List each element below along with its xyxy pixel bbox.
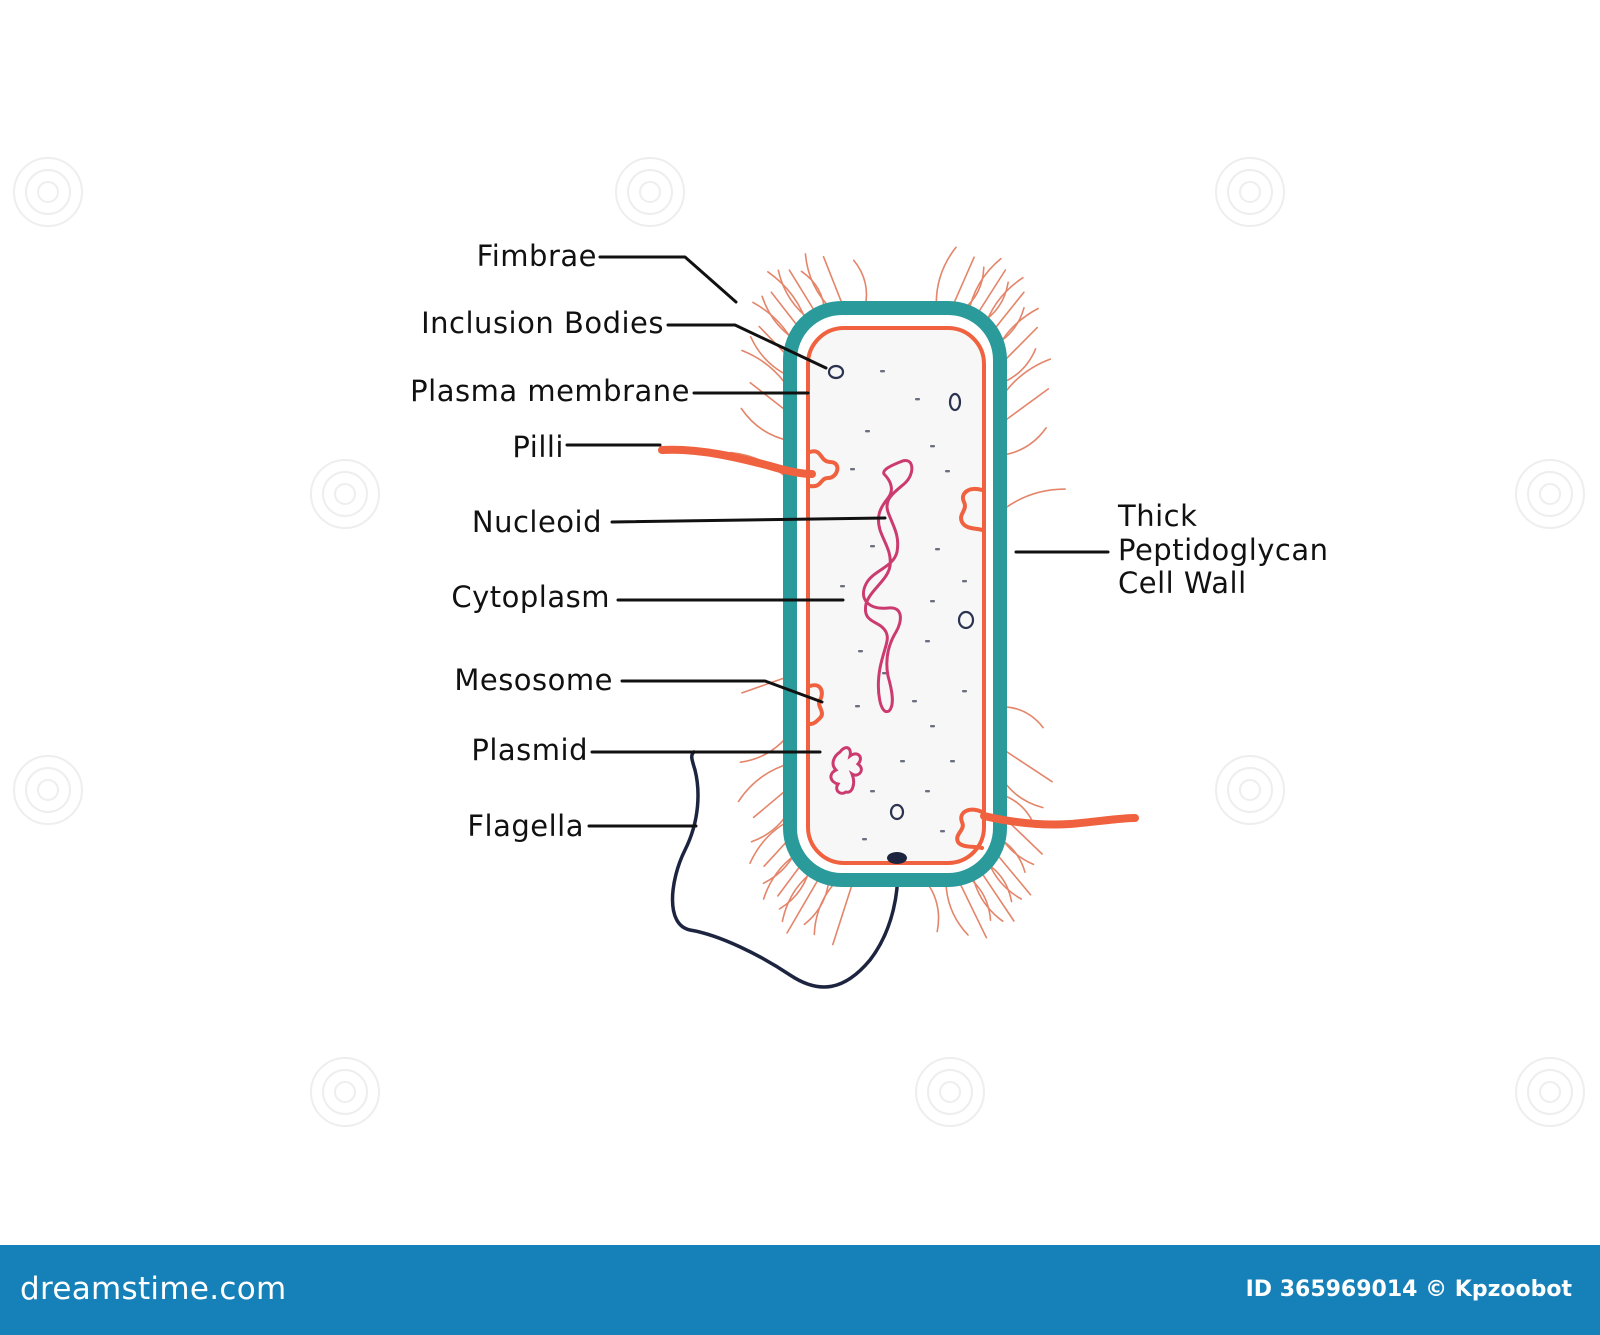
label-inclusion-bodies: Inclusion Bodies [421, 306, 664, 340]
fimbria-hair [999, 488, 1066, 513]
granule [855, 705, 860, 708]
granule [935, 548, 940, 551]
label-pilli: Pilli [512, 430, 564, 464]
leader-lines [565, 255, 1110, 828]
granule [925, 790, 930, 793]
label-nucleoid: Nucleoid [472, 505, 602, 539]
granule [900, 760, 905, 763]
label-mesosome: Mesosome [454, 663, 613, 697]
fimbria-hair [741, 675, 791, 694]
fimbria-hair [945, 878, 969, 936]
label-cytoplasm: Cytoplasm [451, 580, 610, 614]
granule [945, 470, 950, 473]
label-plasma-membrane: Plasma membrane [410, 374, 690, 408]
label-cell-wall-line-3: Cell Wall [1118, 566, 1247, 600]
fimbria-hair [832, 879, 855, 946]
label-cell-wall-line-1: Thick [1117, 499, 1197, 533]
pilus-left [658, 445, 816, 478]
basal-body [887, 852, 907, 864]
granule [870, 790, 875, 793]
fimbria-hair [822, 255, 845, 310]
granule [962, 690, 967, 693]
fimbria-hair [852, 259, 868, 309]
pilus-right [980, 812, 1139, 829]
granule [962, 580, 967, 583]
granule [880, 370, 885, 373]
label-fimbrae: Fimbrae [477, 239, 597, 273]
granule [858, 650, 863, 653]
footer-bar: dreamstime.com ID 365969014 © Kpzoobot [0, 1245, 1600, 1335]
cytoplasm [808, 328, 984, 863]
label-flagella: Flagella [467, 809, 584, 843]
granule [870, 545, 875, 548]
footer-credit: ID 365969014 © Kpzoobot [1245, 1277, 1572, 1302]
label-cell-wall-line-2: Peptidoglycan [1118, 533, 1329, 567]
cytoplasm-granules [840, 370, 967, 841]
inclusion-bodies [827, 364, 975, 821]
granule [925, 640, 930, 643]
granule [915, 398, 920, 401]
watermark [13, 157, 1585, 1127]
granule [882, 672, 887, 675]
granule [865, 430, 870, 433]
granule [950, 760, 955, 763]
granule [862, 838, 867, 841]
mesosomes [808, 449, 984, 850]
plasmid [829, 746, 863, 795]
label-plasmid: Plasmid [471, 733, 588, 767]
granule [930, 600, 935, 603]
granule [930, 725, 935, 728]
granule [850, 468, 855, 471]
fimbria-hair [739, 731, 792, 763]
granule [840, 585, 845, 588]
fimbria-hair [924, 879, 940, 933]
fimbria-hair [998, 746, 1053, 783]
fimbria-hair [956, 876, 988, 939]
fimbria-hair [813, 877, 840, 936]
fimbria-hair [935, 246, 957, 309]
granule [930, 445, 935, 448]
granule [940, 830, 945, 833]
granule [912, 700, 917, 703]
footer-brand-logo[interactable]: dreamstime.com [20, 1271, 287, 1307]
flagellum [670, 750, 900, 989]
